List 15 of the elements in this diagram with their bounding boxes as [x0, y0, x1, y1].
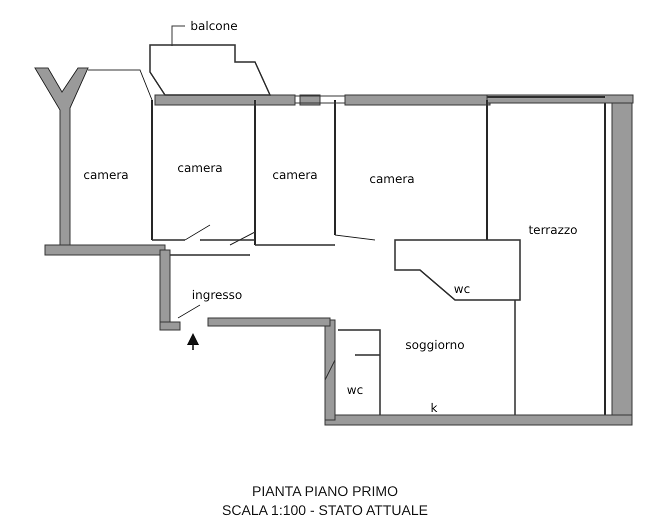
room-label: terrazzo	[528, 223, 578, 237]
balcony-outline	[149, 44, 272, 96]
room-label: camera	[272, 168, 318, 182]
room-label: wc	[346, 383, 364, 397]
room-label: balcone	[190, 19, 238, 33]
room-label: k	[430, 401, 438, 415]
room-label: ingresso	[192, 288, 242, 302]
room-label: camera	[369, 172, 415, 186]
room-label: soggiorno	[405, 338, 465, 352]
scale-caption: SCALA 1:100 - STATO ATTUALE	[221, 502, 429, 518]
room-label: camera	[177, 161, 223, 175]
plan-title: PIANTA PIANO PRIMO	[251, 483, 399, 499]
room-label: wc	[454, 282, 470, 296]
leader-line	[172, 26, 186, 46]
room-label: camera	[83, 168, 129, 182]
